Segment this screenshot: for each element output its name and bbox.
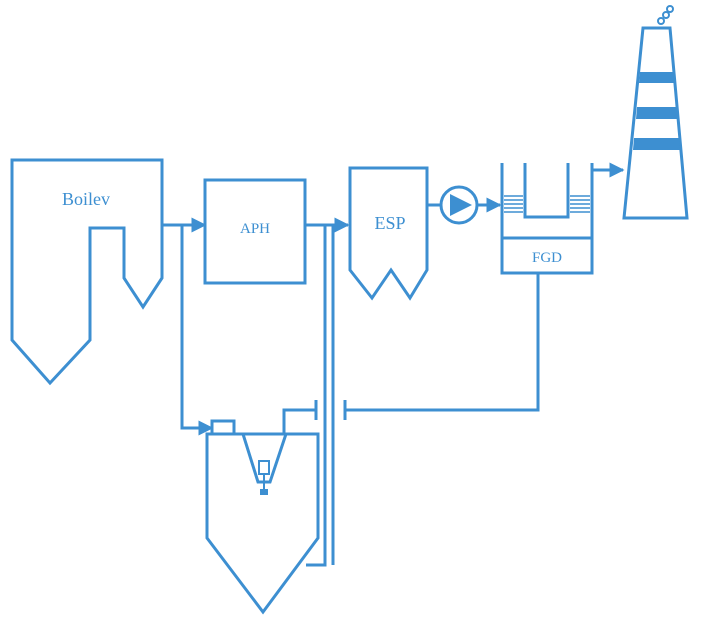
boiler-label: Boilev xyxy=(62,189,110,209)
aph-box xyxy=(203,178,307,285)
flow-bypass-to-dryer xyxy=(180,225,214,436)
pipe-aph-to-dryer-a xyxy=(306,225,327,567)
fan-icon xyxy=(439,185,479,225)
dryer-vessel xyxy=(205,432,320,615)
atomizer-nozzle xyxy=(260,489,268,495)
aph-label: APH xyxy=(240,221,270,237)
recirculation-line xyxy=(345,273,540,412)
dryer-inlet xyxy=(210,419,236,436)
esp-shape xyxy=(348,166,429,301)
fgd-unit xyxy=(500,163,594,275)
esp-label: ESP xyxy=(374,213,405,233)
fgd-label: FGD xyxy=(532,250,562,266)
smoke-icon xyxy=(657,5,674,25)
chimney-icon xyxy=(622,26,689,220)
boiler-shape xyxy=(10,158,164,386)
dryer-feed-pipe xyxy=(282,408,316,434)
